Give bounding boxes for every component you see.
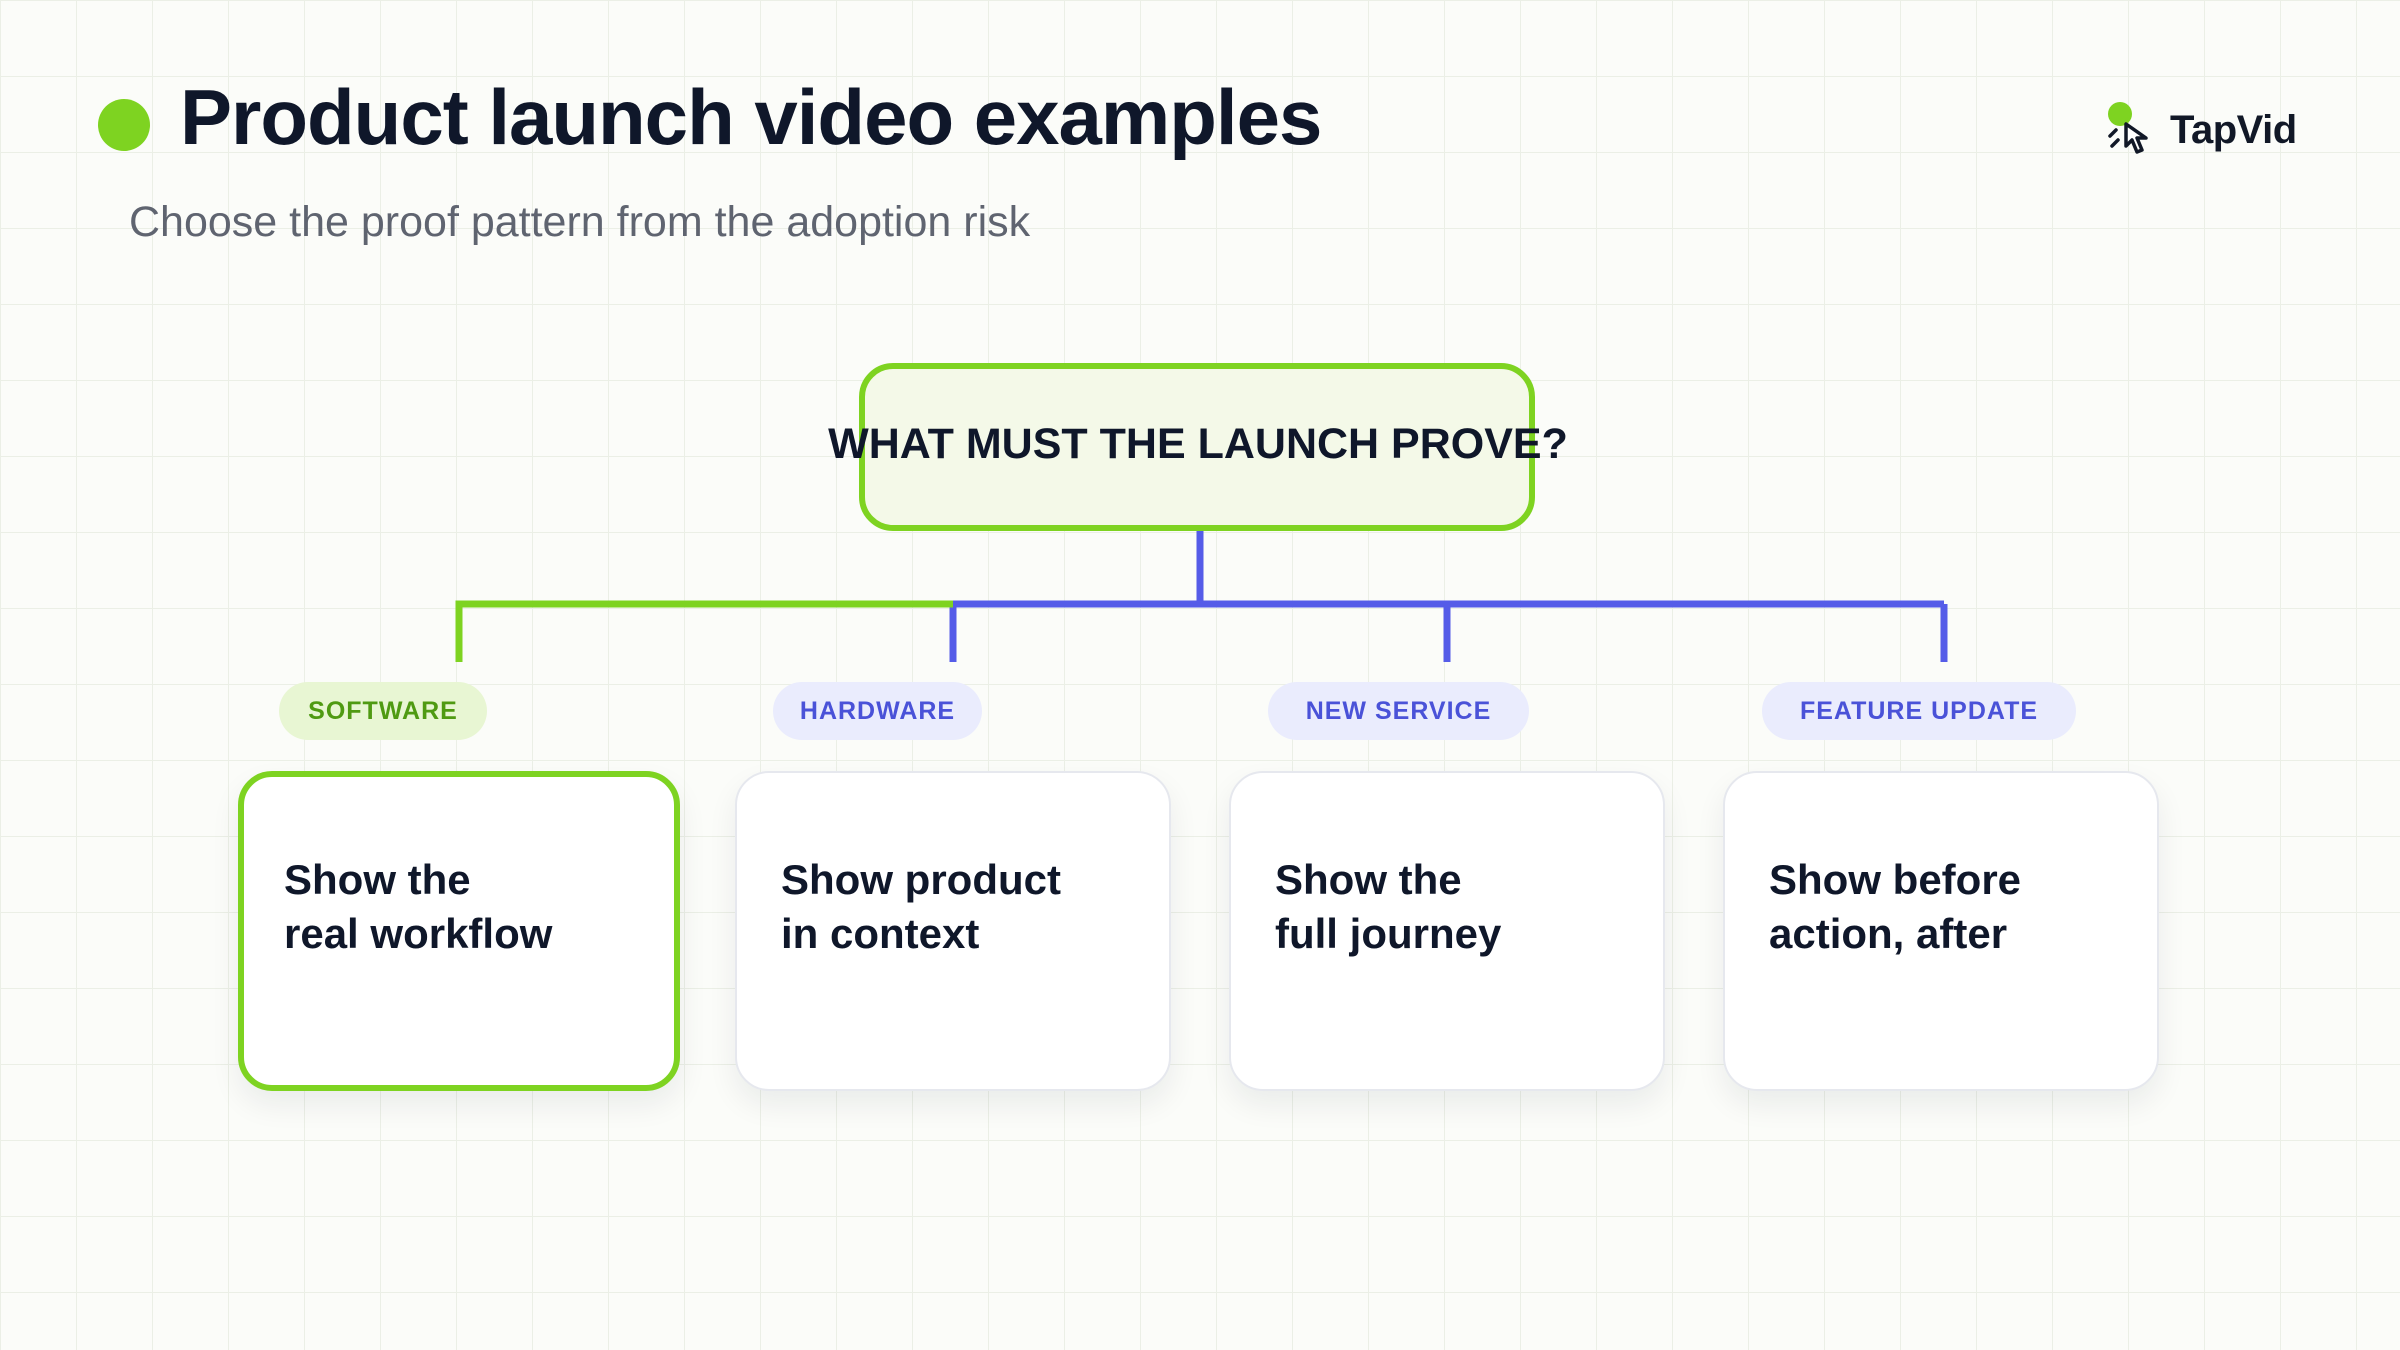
title-bullet-dot bbox=[98, 99, 150, 151]
card-software-text: Show the real workflow bbox=[284, 856, 553, 957]
tag-new-service: NEW SERVICE bbox=[1268, 682, 1529, 740]
page-title: Product launch video examples bbox=[180, 73, 1322, 161]
card-software[interactable]: Show the real workflow bbox=[238, 771, 680, 1091]
tap-hand-icon bbox=[2106, 100, 2162, 160]
tag-hardware: HARDWARE bbox=[773, 682, 982, 740]
card-feature-update-text: Show before action, after bbox=[1769, 856, 2022, 957]
card-hardware[interactable]: Show product in context bbox=[735, 771, 1171, 1091]
tag-software: SOFTWARE bbox=[279, 682, 487, 740]
root-question-box bbox=[859, 363, 1535, 531]
card-new-service-text: Show the full journey bbox=[1275, 856, 1502, 957]
card-hardware-text: Show product in context bbox=[781, 856, 1061, 957]
root-question-label: WHAT MUST THE LAUNCH PROVE? bbox=[828, 420, 1568, 468]
page-subtitle: Choose the proof pattern from the adopti… bbox=[129, 198, 1031, 246]
card-feature-update[interactable]: Show before action, after bbox=[1723, 771, 2159, 1091]
brand-logo: TapVid bbox=[2106, 100, 2297, 160]
card-new-service[interactable]: Show the full journey bbox=[1229, 771, 1665, 1091]
tag-feature-update: FEATURE UPDATE bbox=[1762, 682, 2076, 740]
brand-name: TapVid bbox=[2170, 107, 2297, 152]
